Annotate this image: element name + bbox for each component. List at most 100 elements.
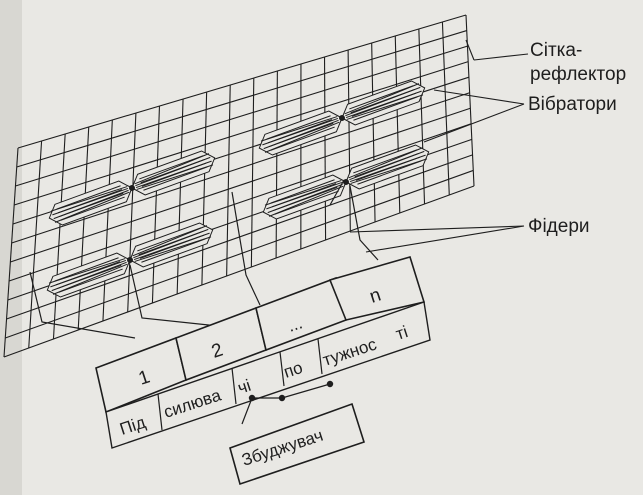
vibrator-wire [270, 126, 335, 151]
grid-line [5, 169, 474, 339]
vibrator-wire [350, 88, 415, 114]
grid-line [17, 14, 467, 149]
vibrator-callout [433, 89, 525, 105]
band-divider [231, 367, 237, 405]
grid-line [10, 107, 471, 263]
vibrator [341, 80, 426, 126]
band-divider [317, 338, 323, 375]
reflector-callout [465, 39, 475, 61]
reflector-label: рефлектор [530, 64, 626, 85]
vibrator-wire [267, 119, 333, 144]
vibrator-wire [264, 180, 342, 206]
vibrator-wire [138, 230, 203, 256]
amplifier-label-part: чі [235, 376, 253, 398]
vibrator-wire [57, 264, 122, 290]
vibrator-wire [355, 156, 421, 181]
grid-line [394, 35, 401, 214]
vibrator-wire [59, 192, 124, 218]
vibrator-wire [137, 227, 202, 252]
grid-line [16, 30, 467, 168]
junction-dot [326, 380, 334, 388]
grid-line [176, 98, 184, 295]
vibrator-wire [58, 268, 123, 293]
vibrator-wire [55, 261, 121, 286]
grid-line [201, 91, 208, 286]
amplifier-band-dividers [157, 338, 323, 431]
vibrator-wire [270, 179, 335, 204]
feeder-line [231, 191, 261, 306]
vibrator-feedpoint [129, 185, 135, 191]
grid-line [441, 21, 450, 196]
vibrator [262, 174, 347, 220]
feeder-line [329, 179, 345, 206]
amplifier-number-dots: ... [285, 313, 304, 335]
vibrator-wire [344, 83, 420, 115]
vibrator-wire [353, 149, 418, 174]
vibrator-group [46, 80, 430, 298]
vibrator-wire [54, 257, 119, 282]
grid-line [250, 77, 255, 268]
vibrators-label: Вібратори [528, 94, 617, 115]
feeder-callout [349, 225, 525, 233]
vibrator-feedpoint [339, 115, 345, 121]
vibrator-wire [48, 258, 126, 284]
grid-line [28, 140, 43, 349]
feeder-lines [29, 179, 379, 339]
junction-dot [278, 394, 286, 402]
vibrator-wire [350, 158, 428, 184]
vibrator-wire [139, 155, 204, 180]
grid-line [15, 45, 468, 187]
grid-line [52, 133, 66, 340]
feeder-line [129, 264, 219, 327]
grid-line [465, 14, 475, 187]
vibrator-wire [141, 162, 207, 187]
exciter-box [229, 402, 365, 486]
vibrator-wire [354, 152, 419, 178]
feeders-label: Фідери [528, 216, 590, 237]
vibrator [46, 252, 131, 298]
band-divider [157, 393, 163, 431]
grid-line [347, 49, 351, 232]
vibrator-wire [349, 85, 414, 110]
vibrator-wire [266, 115, 331, 140]
grid-line [275, 70, 278, 259]
amplifier-label-band [105, 301, 431, 449]
grid-line [77, 126, 90, 331]
vibrator [258, 110, 343, 156]
vibrator-feedpoint [127, 257, 133, 263]
vibrator-wire [357, 160, 422, 185]
vibrator [48, 180, 133, 226]
band-divider [279, 351, 285, 387]
callout-lines [349, 39, 529, 253]
reflector-callout [473, 53, 529, 61]
feeder-line [29, 271, 136, 339]
grid-line [14, 61, 469, 206]
grid-line [11, 92, 470, 244]
vibrator-wire [273, 186, 338, 212]
amplifier-label-part: ті [393, 322, 410, 344]
grid-line [151, 105, 161, 304]
junction-dot [248, 394, 256, 402]
vibrator-wire [269, 122, 334, 148]
vibrator-wire [346, 94, 424, 120]
exciter-connections [241, 380, 334, 425]
feeder-line [349, 185, 379, 261]
amplifier-label-part: по [281, 358, 305, 382]
grid-line [418, 28, 426, 205]
grid-line [371, 42, 376, 223]
grid-line [226, 84, 231, 277]
grid-line [8, 123, 472, 282]
vibrator-wire [143, 166, 208, 191]
vibrator [131, 150, 216, 196]
vibrator [129, 222, 214, 268]
vibrator-wire [57, 189, 123, 214]
grid-line [323, 56, 327, 241]
vibrator [345, 144, 430, 190]
grid-line [102, 119, 113, 322]
vibrator-wire [274, 190, 339, 215]
vibrator-wire [141, 238, 206, 263]
vibrator-wire [140, 158, 205, 184]
vibrator-callout [423, 103, 525, 143]
vibrator-wire [56, 185, 121, 210]
